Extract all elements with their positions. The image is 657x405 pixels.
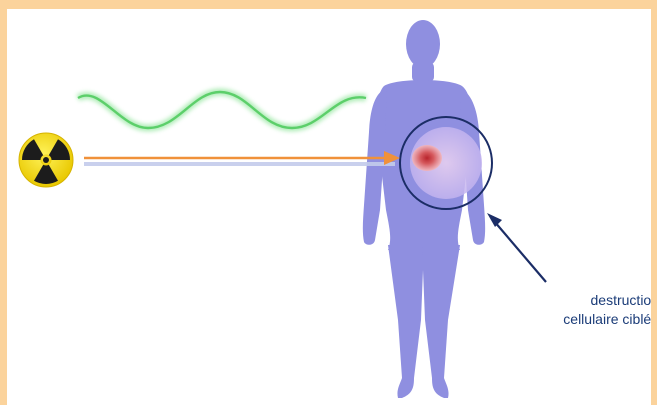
targeted-destruction-label: destruction cellulaire ciblée <box>509 291 657 329</box>
label-arrow <box>487 213 546 282</box>
human-body-figure <box>363 20 485 398</box>
radiation-symbol-icon <box>19 133 73 187</box>
label-line-2: cellulaire ciblée <box>509 310 657 329</box>
label-line-1: destruction <box>509 291 657 310</box>
target-zone <box>400 117 492 209</box>
radiation-wave <box>78 92 366 128</box>
tumor-target <box>412 145 442 171</box>
radiation-beam <box>84 151 400 165</box>
